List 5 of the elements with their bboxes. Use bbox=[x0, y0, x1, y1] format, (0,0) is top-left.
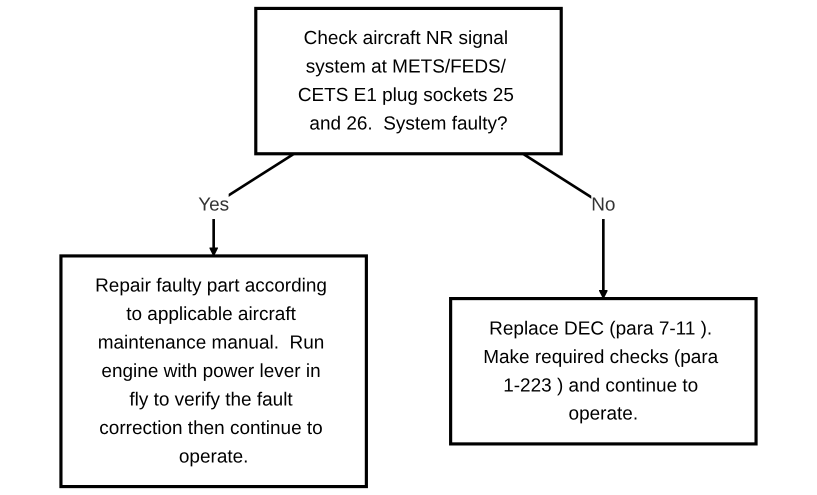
node-box: Repair faulty part according to applicable aircraft maintenance manual. Run engine with power lever in fly to verify the fault correction then continue to operate. bbox=[59, 254, 368, 488]
edge-label: No bbox=[591, 194, 616, 215]
node-box: Check aircraft NR signal system at METS/FEDS/ CETS E1 plug sockets 25 and 26. System faulty? bbox=[254, 6, 563, 156]
node-box: Replace DEC (para 7-11 ). Make required checks (para 1-223 ) and continue to operate. bbox=[449, 297, 758, 446]
edge-label: Yes bbox=[198, 194, 230, 215]
